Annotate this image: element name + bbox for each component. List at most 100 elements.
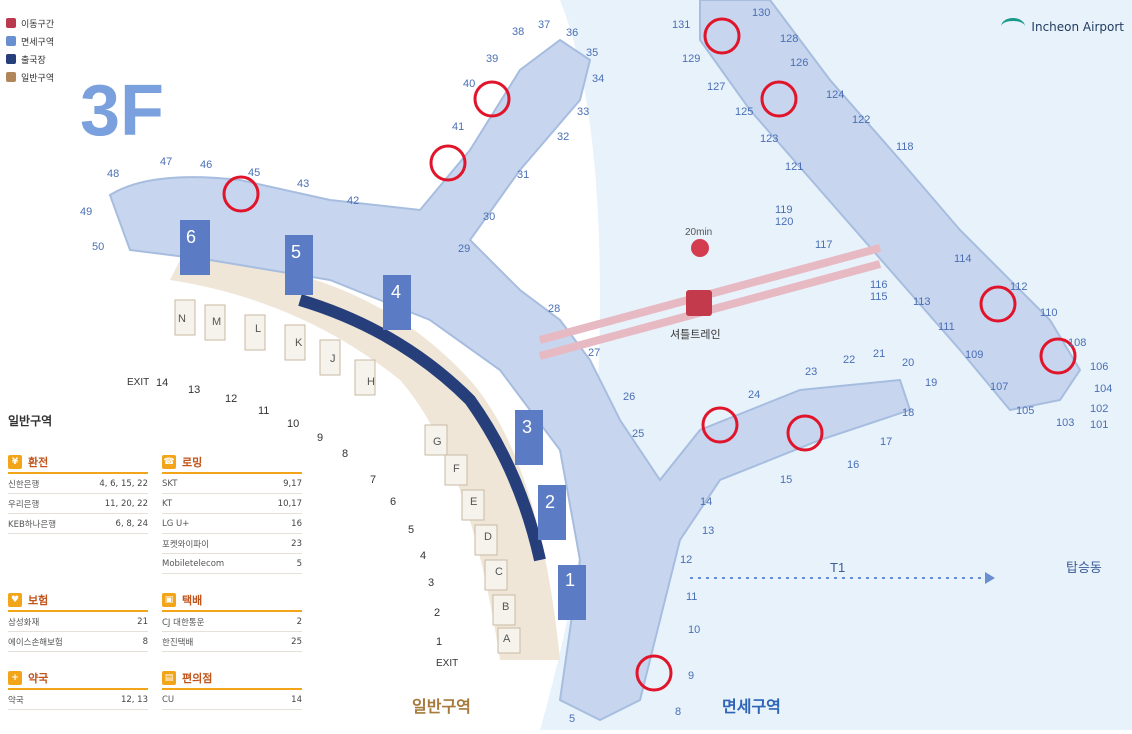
counter-label: B [502, 601, 509, 613]
service-gates: 12, 13 [120, 694, 148, 705]
gate-label: 127 [707, 81, 725, 93]
gate-label: 49 [80, 206, 92, 218]
gate-label: 107 [990, 381, 1008, 393]
legend-label: 출국장 [21, 55, 46, 66]
exit-gate-label: 6 [390, 496, 396, 508]
counter-label: H [367, 376, 375, 388]
gate-label: 105 [1016, 405, 1034, 417]
t1-label: T1 [830, 560, 845, 575]
gate-label: 38 [512, 26, 524, 38]
legend-swatch [6, 36, 16, 46]
gate-label: 13 [702, 525, 714, 537]
category-title: 약국 [28, 672, 49, 685]
t1-arrow-head [985, 572, 995, 584]
gate-label: 29 [458, 243, 470, 255]
counter-label: A [503, 633, 511, 645]
list-item: 포켓와이파이 23 [162, 534, 302, 554]
roaming-icon: ☎ [162, 455, 176, 469]
exit-gate-label: 14 [156, 377, 168, 389]
airside-background [540, 0, 1132, 730]
gate-label: 125 [735, 106, 753, 118]
gate-label: 122 [852, 114, 870, 126]
service-gates: 5 [296, 558, 302, 569]
gate-label: 48 [107, 168, 119, 180]
gate-label: 12 [680, 554, 692, 566]
block-4 [383, 275, 411, 330]
service-gates: 8 [142, 636, 148, 647]
gate-label: 40 [463, 78, 475, 90]
boarding-label: 탑승동 [1066, 560, 1102, 575]
service-name: Mobiletelecom [162, 558, 225, 569]
shuttle-train-icon [686, 290, 712, 316]
service-gates: 25 [291, 636, 302, 647]
legend-swatch [6, 54, 16, 64]
exit-gate-label: 12 [225, 393, 237, 405]
category-title: 환전 [28, 456, 49, 469]
block-label: 4 [391, 282, 401, 302]
gate-label: 46 [200, 159, 212, 171]
gate-label: 45 [248, 167, 260, 179]
counter-label: C [495, 566, 503, 578]
legend-label: 일반구역 [21, 73, 55, 84]
gate-label: 118 [896, 141, 914, 153]
legend-item-3: 일반구역 [6, 68, 54, 86]
airport-name: Incheon Airport [1031, 19, 1124, 34]
service-name: 포켓와이파이 [162, 539, 209, 550]
service-name: 약국 [8, 695, 24, 706]
counter-label: M [212, 316, 221, 328]
counter-label: N [178, 313, 186, 325]
category-title: 편의점 [182, 672, 213, 685]
service-gates: 16 [291, 518, 302, 529]
service-gates: 21 [137, 616, 148, 627]
zone-dutyfree-label: 면세구역 [722, 698, 781, 716]
gate-label: 24 [748, 389, 760, 401]
service-gates: 23 [291, 538, 302, 549]
gate-label: 33 [577, 106, 589, 118]
gate-label: 119 [775, 204, 793, 216]
shuttle-label: 셔틀트레인 [670, 328, 721, 341]
service-gates: 14 [291, 694, 302, 705]
gate-label: 116 [870, 279, 888, 291]
counter-label: L [255, 323, 261, 335]
gate-label: 5 [569, 713, 575, 725]
exit-label-1: EXIT [127, 377, 149, 388]
gate-label: 130 [752, 7, 770, 19]
service-gates: 10,17 [277, 498, 302, 509]
exit-gate-label: 8 [342, 448, 348, 460]
gate-label: 47 [160, 156, 172, 168]
exit-gate-label: 3 [428, 577, 434, 589]
service-name: 우리은행 [8, 499, 40, 510]
block-label: 1 [565, 570, 575, 590]
gate-label: 16 [847, 459, 859, 471]
exit-label-2: EXIT [436, 658, 458, 669]
block-label: 2 [545, 492, 555, 512]
gate-label: 21 [873, 348, 885, 360]
legend-label: 면세구역 [21, 37, 55, 48]
gate-label: 15 [780, 474, 792, 486]
shuttle-time-icon [691, 239, 709, 257]
store-icon: ▤ [162, 671, 176, 685]
exit-gate-label: 13 [188, 384, 200, 396]
list-item: LG U+16 [162, 514, 302, 534]
gate-label: 114 [954, 253, 972, 265]
departure-lobby-arc [298, 294, 546, 562]
gate-label: 19 [925, 377, 937, 389]
exit-gate-label: 5 [408, 524, 414, 536]
gate-label: 8 [675, 706, 681, 718]
gate-label: 123 [760, 133, 778, 145]
exchange-icon: ¥ [8, 455, 22, 469]
block-label: 5 [291, 242, 301, 262]
gate-label: 23 [805, 366, 817, 378]
legend-label: 이동구간 [21, 19, 55, 30]
service-name: 삼성화재 [8, 617, 40, 628]
